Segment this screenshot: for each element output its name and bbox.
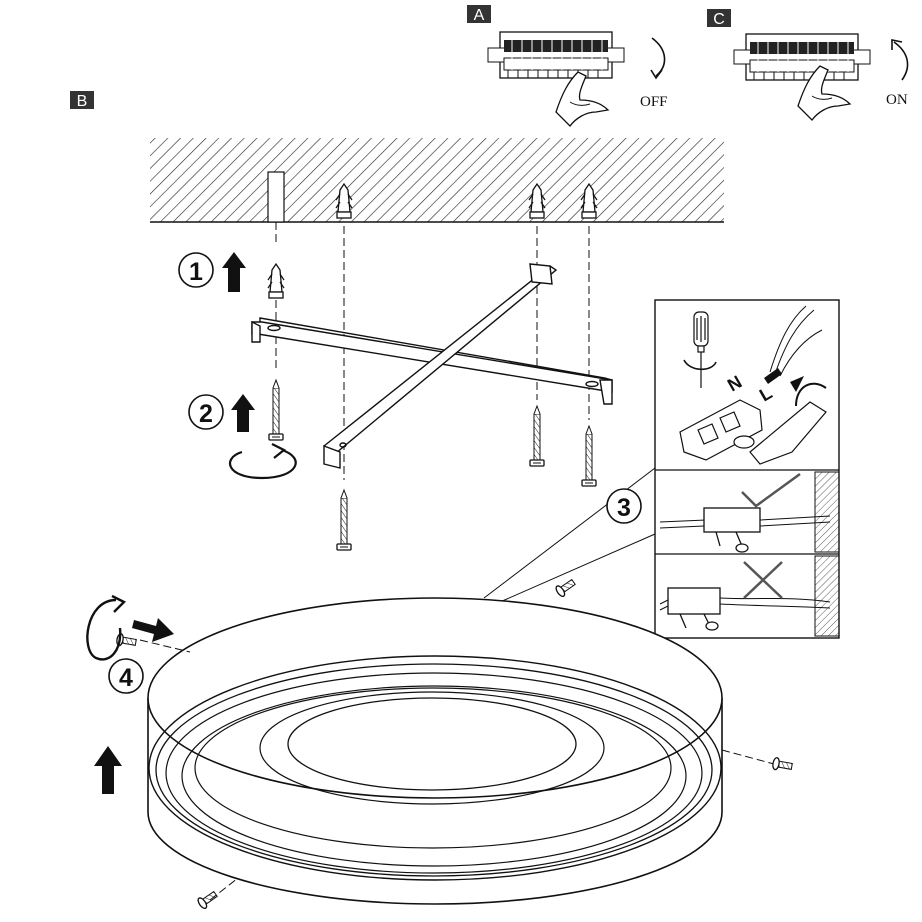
lift-arrow-icon (94, 746, 122, 794)
step-2: 2 (188, 394, 297, 480)
rotate-off-arrow (651, 37, 666, 77)
step-3-number: 3 (617, 494, 631, 522)
panel-c: C ON (707, 9, 909, 121)
panel-a-badge (467, 5, 491, 23)
wire-insert-arrow-icon (764, 368, 782, 384)
bracket-screw (529, 405, 545, 467)
terminal-block (679, 399, 827, 465)
breaker-on (733, 33, 871, 81)
step-3: 3 (606, 488, 642, 524)
side-screw (771, 756, 794, 773)
right-arrow-icon (132, 618, 174, 642)
up-arrow-icon (231, 394, 255, 432)
panel-a-letter: A (474, 7, 485, 24)
off-label: OFF (640, 94, 668, 110)
step-1-number: 1 (189, 258, 203, 286)
breaker-off (487, 31, 625, 79)
rotate-icon (229, 448, 297, 480)
mounting-bracket (251, 263, 613, 469)
panel-c-letter: C (713, 11, 725, 28)
panel-b-badge (70, 91, 94, 109)
terminal-box (703, 507, 761, 533)
on-label: ON (886, 92, 908, 108)
side-screw (195, 888, 220, 911)
wiring-detail: N L (654, 299, 840, 639)
panel-c-badge (707, 9, 731, 27)
step1-anchor (267, 263, 285, 299)
bracket-screw (336, 489, 352, 551)
bracket-screw (581, 425, 597, 487)
panel-b-letter: B (77, 93, 88, 110)
drill-hole (267, 171, 285, 223)
step-1: 1 (178, 252, 246, 292)
panel-a: A OFF (467, 5, 668, 127)
side-screw (553, 576, 578, 599)
close-lid-arrow-icon (795, 382, 827, 407)
check-mark-icon (741, 472, 801, 508)
cross-mark-icon (743, 561, 783, 599)
screwdriver-icon (693, 311, 709, 388)
rotate-icon (86, 598, 122, 661)
up-arrow-icon (222, 252, 246, 292)
step2-screw (268, 379, 284, 441)
rotate-on-arrow (893, 41, 909, 81)
step-2-number: 2 (199, 400, 213, 428)
turn-arrow-icon (683, 359, 717, 371)
terminal-box (667, 587, 721, 615)
hand-off (555, 71, 609, 127)
step-4: 4 (86, 594, 174, 694)
ceiling-lamp (147, 597, 723, 905)
step-4-number: 4 (119, 664, 133, 692)
ceiling (150, 138, 724, 223)
